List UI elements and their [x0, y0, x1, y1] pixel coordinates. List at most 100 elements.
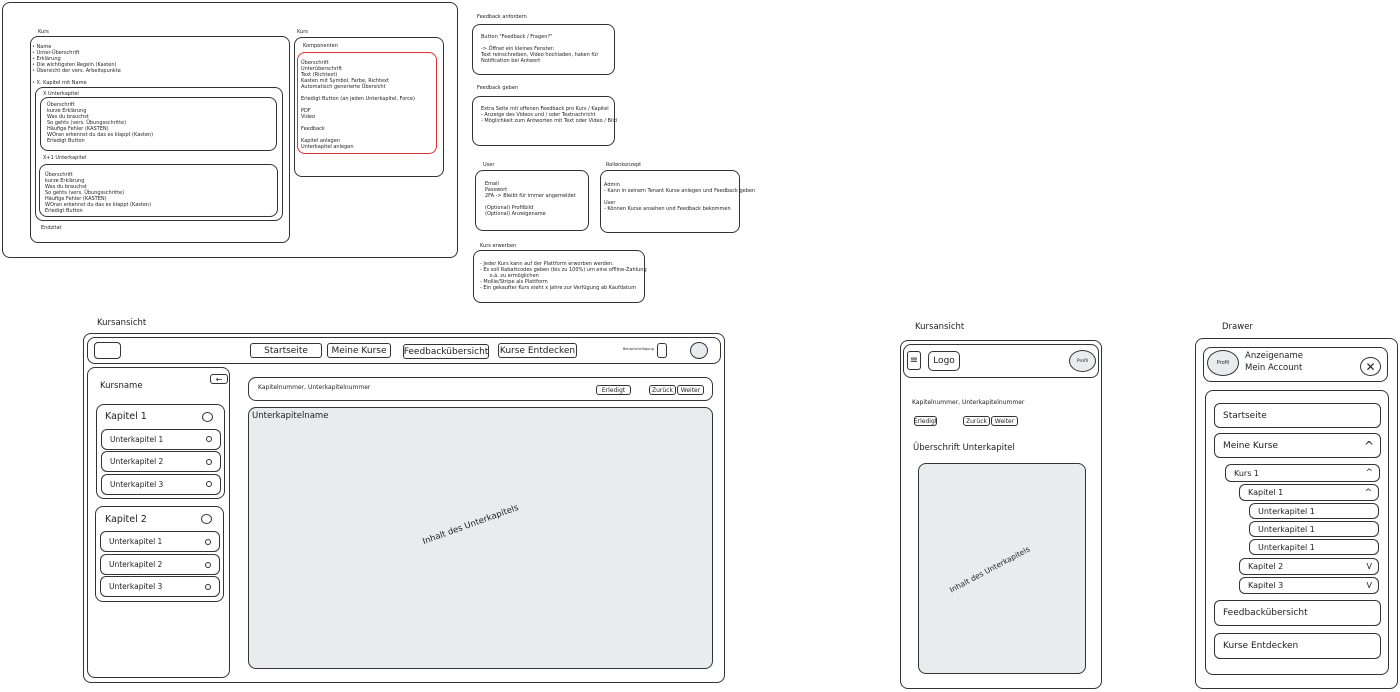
sub1-label: X Unterkapitel [43, 91, 79, 97]
notification-button[interactable] [657, 343, 667, 358]
subchapter-status-icon[interactable] [205, 539, 211, 545]
components-text: Überschrift Unterüberschrift Text (Richt… [301, 60, 415, 150]
subchapter-item[interactable]: Unterkapitel 1 [100, 531, 220, 552]
subchapter-status-icon[interactable] [206, 481, 212, 487]
avatar[interactable] [690, 342, 708, 359]
feedback-give-box [472, 96, 615, 146]
components-title: Komponenten [303, 43, 338, 49]
drawer-body [1205, 390, 1389, 675]
next-button[interactable]: Weiter [677, 385, 704, 395]
chapter-status-icon[interactable] [202, 412, 213, 422]
profile-avatar[interactable]: Profil [1069, 350, 1096, 372]
roles-box [600, 170, 740, 233]
content-area [248, 407, 713, 669]
components-box [297, 52, 437, 154]
mobile-next-button[interactable]: Weiter [991, 416, 1018, 426]
mobile-logo[interactable]: Logo [928, 351, 960, 371]
nav-feedbackuebersicht[interactable]: Feedbackübersicht [403, 344, 489, 359]
arrow-left-icon: ← [215, 374, 223, 384]
kurs-right-label: Kurs [297, 29, 308, 35]
feedback-request-text: Button "Feedback / Fragen?" -> Öffnet ei… [481, 34, 599, 64]
chapter-box [35, 87, 283, 221]
chapter-card [95, 506, 224, 602]
kurs-bullets: • Name • Unter-Überschrift • Erklärung •… [32, 44, 121, 86]
drawer-item-meine-kurse[interactable]: Meine Kurse^ [1214, 433, 1381, 458]
sub1-box [40, 97, 277, 151]
my-account-link[interactable]: Mein Account [1245, 363, 1303, 373]
sub2-box [39, 164, 278, 217]
subchapter-status-icon[interactable] [205, 562, 211, 568]
mobile-header [903, 344, 1099, 378]
bullet: • Die wichtigsten Regeln (Kasten) [32, 62, 117, 68]
subchapter-item[interactable]: Unterkapitel 1 [101, 429, 221, 450]
sidebar [87, 367, 230, 678]
desktop-header [87, 337, 721, 364]
mobile-label: Kursansicht [915, 322, 965, 332]
bullet: • Name [32, 44, 52, 50]
bullet: • Erklärung [32, 56, 61, 62]
drawer-item-kapitel-1[interactable]: Kapitel 1^ [1239, 484, 1379, 501]
kurs-right-box [294, 37, 444, 177]
collapse-sidebar-button[interactable]: ← [210, 374, 228, 384]
subchapter-item[interactable]: Unterkapitel 3 [100, 576, 220, 597]
drawer-item-kurs[interactable]: Kurs 1^ [1225, 464, 1380, 482]
content-header [248, 377, 713, 401]
chevron-down-icon: V [1366, 562, 1372, 571]
chevron-up-icon: ^ [1363, 438, 1374, 453]
drawer-item-kurse-entdecken[interactable]: Kurse Entdecken [1214, 633, 1381, 659]
drawer-item-unterkapitel[interactable]: Unterkapitel 1 [1249, 521, 1379, 537]
mobile-breadcrumb: Kapitelnummer, Unterkapitelnummer [912, 399, 1025, 406]
mobile-content-area [918, 463, 1086, 674]
kurs-left-box [30, 36, 290, 243]
logo-placeholder[interactable] [94, 342, 121, 359]
bullet: • X. Kapitel mit Name [32, 80, 87, 86]
nav-kurse-entdecken[interactable]: Kurse Entdecken [498, 343, 577, 358]
subchapter-status-icon[interactable] [206, 459, 212, 465]
subchapter-item[interactable]: Unterkapitel 2 [101, 451, 221, 472]
kurs-left-label: Kurs [38, 29, 49, 35]
sub2-text: Überschrift kurze Erklärung Was du brauc… [45, 172, 152, 214]
chevron-up-icon: ^ [1365, 468, 1373, 478]
feedback-request-box [472, 24, 615, 75]
bullet: • Übersicht der vers. Arbeitspunkte [32, 68, 121, 74]
roles-text: Admin - Kann in seinem Tenant Kurse anle… [604, 182, 756, 212]
drawer-item-startseite[interactable]: Startseite [1214, 403, 1381, 428]
drawer-header [1203, 347, 1388, 382]
subchapter-item[interactable]: Unterkapitel 2 [100, 554, 220, 575]
notification-label: Benachrichtigung [623, 347, 654, 351]
drawer-item-feedbackuebersicht[interactable]: Feedbackübersicht [1214, 600, 1381, 626]
close-icon[interactable]: ✕ [1360, 357, 1381, 376]
notes-frame [2, 2, 458, 258]
roles-label: Rollenkonzept [606, 162, 642, 168]
subchapter-item[interactable]: Unterkapitel 3 [101, 474, 221, 495]
mobile-done-button[interactable]: Erledigt [913, 416, 938, 426]
chapter-title: Kapitel 1 [105, 411, 147, 422]
drawer-profile-avatar[interactable]: Profil [1207, 350, 1239, 376]
chapter-card [96, 404, 225, 499]
subchapter-status-icon[interactable] [205, 584, 211, 590]
bullet: • Unter-Überschrift [32, 50, 80, 56]
display-name: Anzeigename [1245, 351, 1303, 361]
drawer-frame [1195, 338, 1398, 689]
purchase-box [473, 250, 645, 303]
mobile-frame [900, 340, 1102, 689]
chapter-status-icon[interactable] [201, 514, 212, 524]
mobile-back-button[interactable]: Zurück [963, 416, 990, 426]
hamburger-icon[interactable]: ≡ [907, 351, 921, 370]
subchapter-status-icon[interactable] [206, 436, 212, 442]
nav-startseite[interactable]: Startseite [250, 343, 322, 358]
drawer-item-unterkapitel[interactable]: Unterkapitel 1 [1249, 539, 1379, 555]
drawer-label: Drawer [1222, 322, 1253, 332]
back-button[interactable]: Zurück [649, 385, 676, 395]
desktop-frame [83, 333, 725, 683]
end-quote: Endzitat [41, 225, 62, 231]
done-button[interactable]: Erledigt [596, 385, 631, 395]
mobile-heading: Überschrift Unterkapitel [913, 443, 1015, 453]
course-name: Kursname [100, 381, 143, 391]
drawer-item-unterkapitel[interactable]: Unterkapitel 1 [1249, 503, 1379, 519]
nav-meine-kurse[interactable]: Meine Kurse [327, 343, 391, 358]
user-box [475, 170, 589, 231]
sub2-label: X+1 Unterkapitel [43, 155, 87, 161]
